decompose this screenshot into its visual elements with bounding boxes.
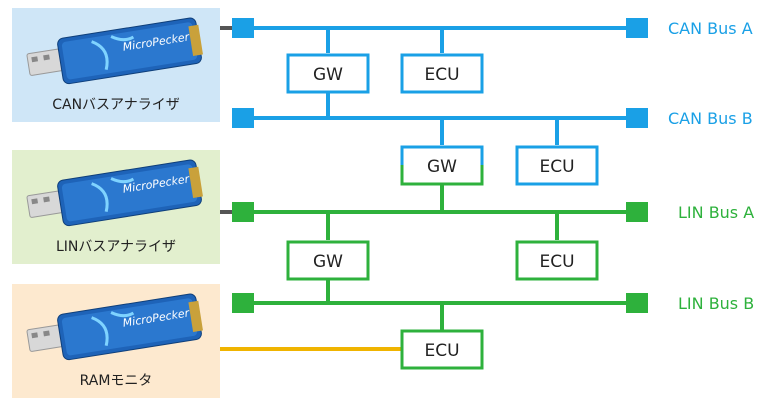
ram-monitor-device: MicroPecker [24, 292, 208, 374]
lin-analyzer-device: MicroPecker [24, 158, 208, 240]
svg-text:ECU: ECU [539, 157, 574, 177]
lin-bus-b-label: LIN Bus B [678, 294, 754, 313]
bus-terminal [626, 108, 648, 128]
svg-text:ECU: ECU [424, 341, 459, 361]
bus-terminal [232, 18, 254, 38]
gw-node-can-lin: GW [400, 145, 484, 186]
svg-text:ECU: ECU [539, 252, 574, 272]
ecu-node-can-b: ECU [515, 145, 599, 186]
bus-terminal [232, 293, 254, 313]
ecu-node-can-a: ECU [400, 53, 484, 94]
svg-text:GW: GW [313, 65, 343, 85]
svg-text:GW: GW [427, 157, 457, 177]
lin-analyzer-panel: MicroPecker LINバスアナライザ [12, 150, 220, 264]
svg-text:ECU: ECU [424, 65, 459, 85]
can-bus-b: CAN Bus B [232, 108, 753, 128]
can-bus-a: CAN Bus A [232, 18, 753, 38]
lin-analyzer-label: LINバスアナライザ [55, 239, 177, 255]
bus-terminal [232, 202, 254, 222]
lin-bus-a-label: LIN Bus A [678, 203, 754, 222]
can-analyzer-panel: MicroPecker CANバスアナライザ [12, 8, 220, 122]
svg-text:GW: GW [313, 252, 343, 272]
ram-monitor-panel: MicroPecker RAMモニタ [12, 284, 220, 398]
bus-terminal [626, 293, 648, 313]
can-analyzer-device: MicroPecker [24, 16, 208, 98]
ecu-node-lin-a: ECU [515, 240, 599, 281]
lin-bus-a: LIN Bus A [232, 202, 754, 222]
can-bus-b-label: CAN Bus B [668, 109, 753, 128]
ram-monitor-label: RAMモニタ [79, 373, 153, 389]
gw-node-lin: GW [286, 240, 370, 281]
bus-terminal [232, 108, 254, 128]
can-bus-a-label: CAN Bus A [668, 19, 753, 38]
ecu-node-lin-b: ECU [400, 329, 484, 370]
gw-node-can: GW [286, 53, 370, 94]
bus-terminal [626, 18, 648, 38]
bus-terminal [626, 202, 648, 222]
lin-bus-b: LIN Bus B [232, 293, 754, 313]
can-analyzer-label: CANバスアナライザ [52, 97, 180, 113]
